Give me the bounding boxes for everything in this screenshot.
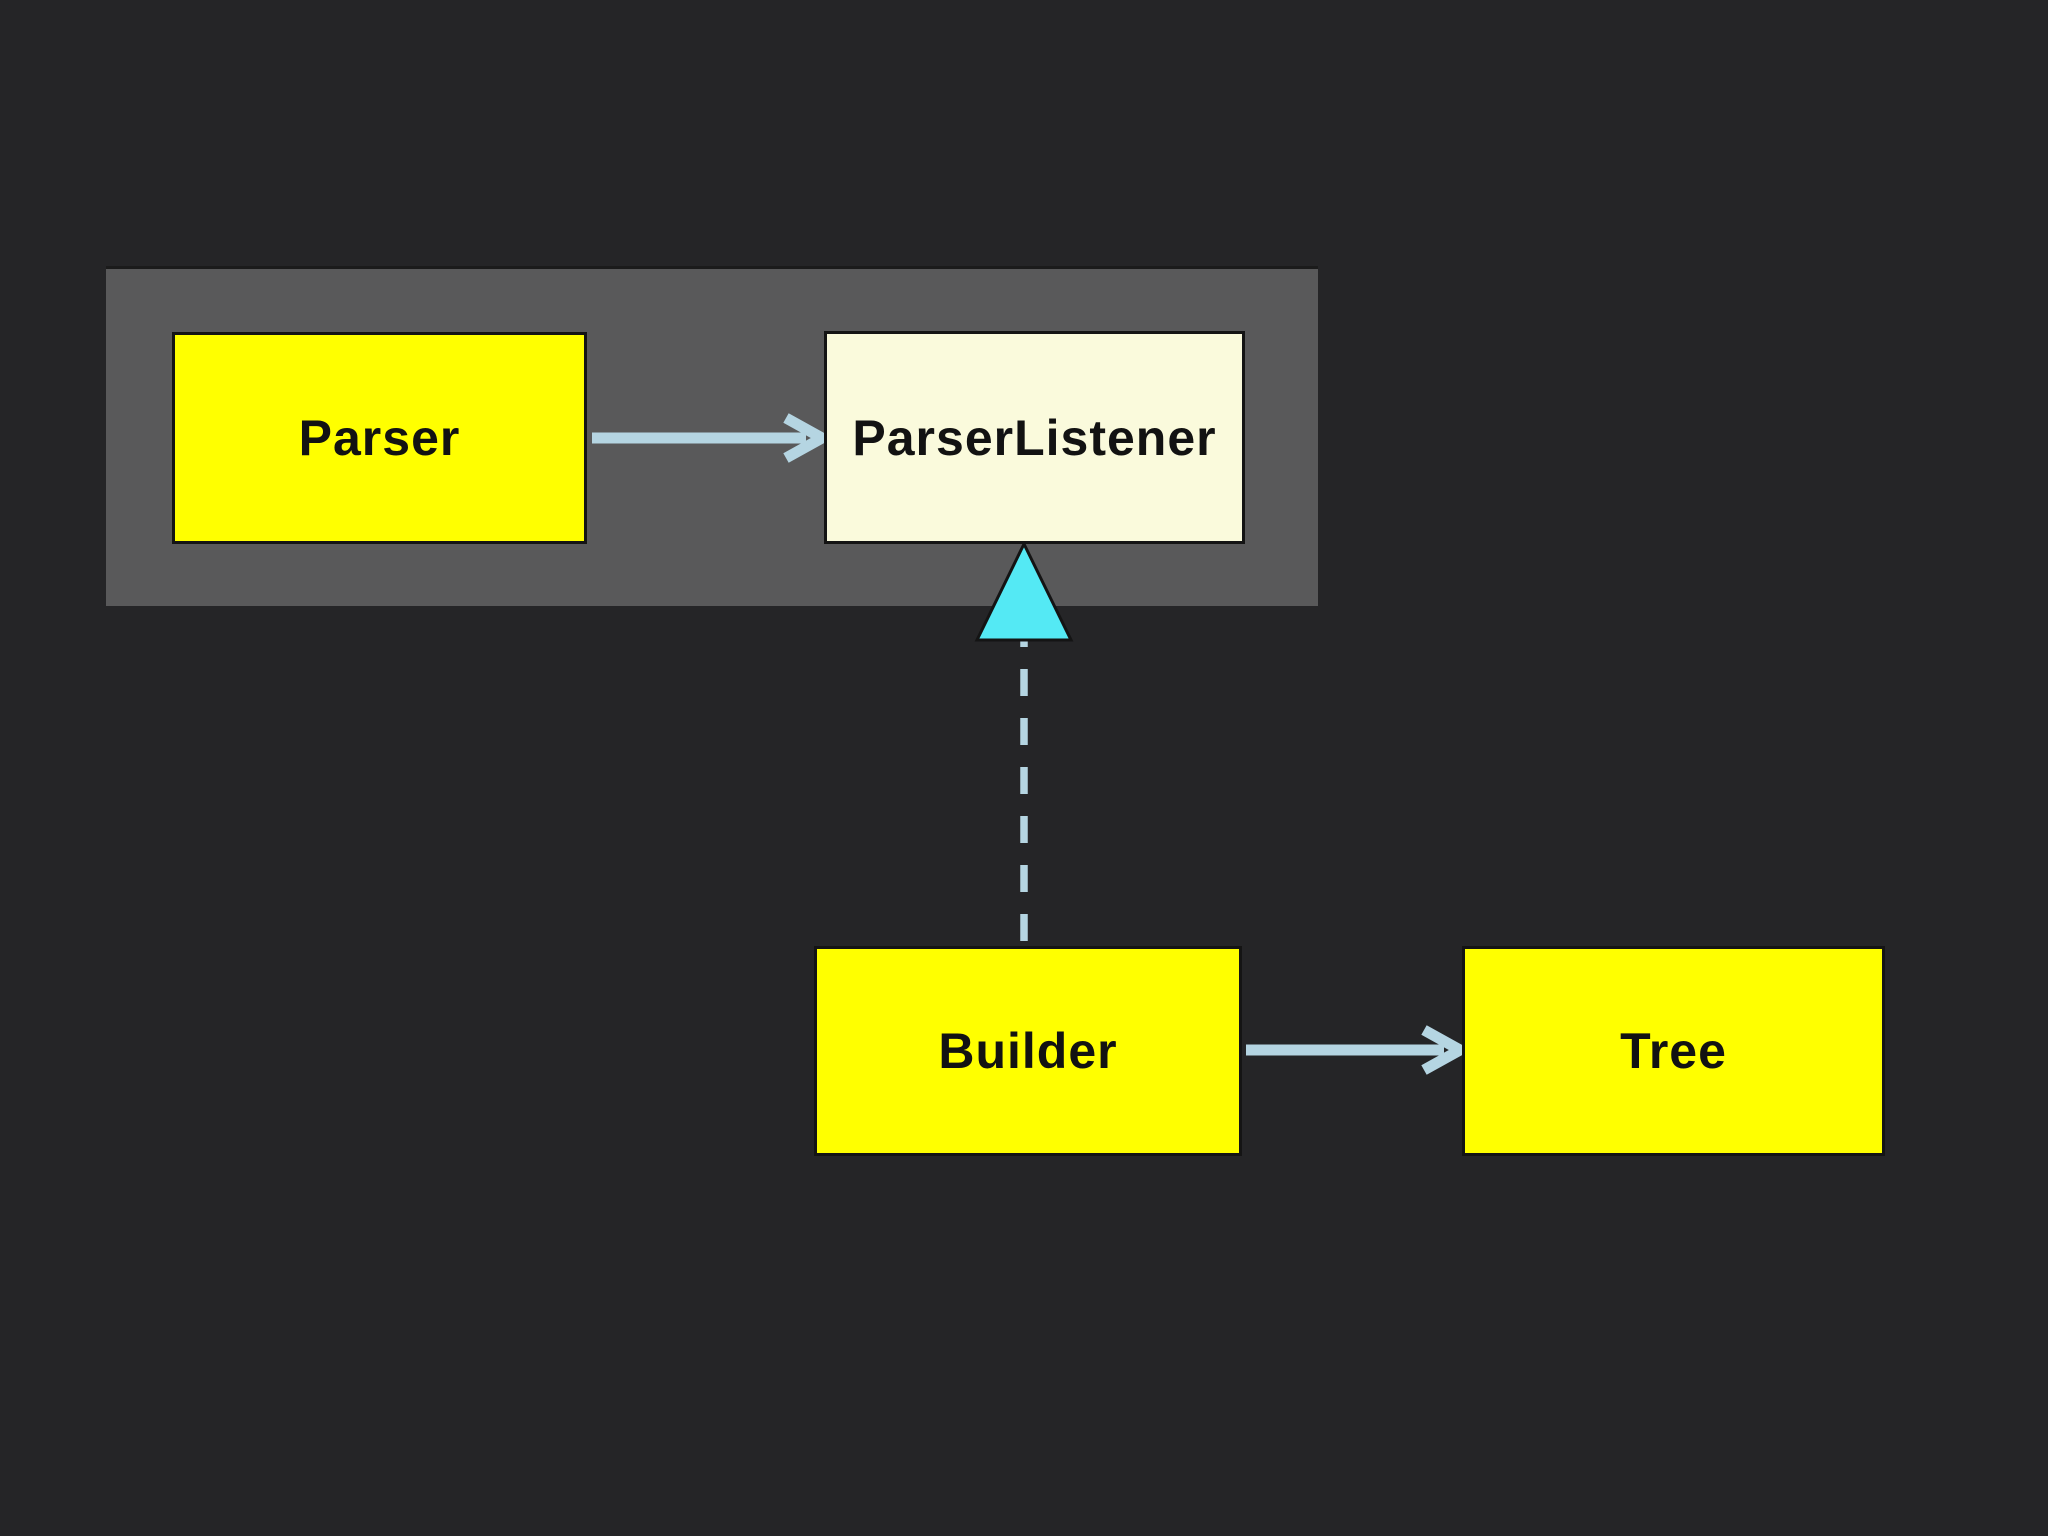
node-parser-listener-label: ParserListener (852, 409, 1217, 466)
node-tree-label: Tree (1620, 1023, 1727, 1079)
node-parser-listener: ParserListener (824, 331, 1245, 544)
node-builder: Builder (814, 946, 1242, 1156)
node-parser-label: Parser (298, 410, 461, 466)
node-tree: Tree (1462, 946, 1885, 1156)
arrow-builder-to-tree-head (1421, 1025, 1472, 1075)
node-builder-label: Builder (938, 1023, 1118, 1079)
node-parser: Parser (172, 332, 587, 544)
